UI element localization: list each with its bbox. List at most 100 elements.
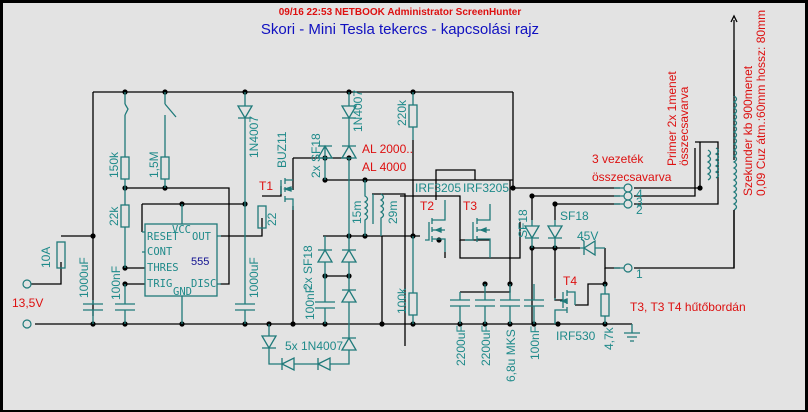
terminal-1-label: 1 <box>636 267 643 281</box>
input-terminal-negative <box>22 319 32 329</box>
ic-pin-vcc: VCC <box>172 224 191 236</box>
diode-sf18-a <box>523 220 541 248</box>
capacitor-2200uf-a <box>450 292 470 324</box>
terminal-4-label: 4 <box>636 187 643 201</box>
fuse <box>56 241 66 269</box>
transistor-t1-label: T1 <box>259 179 273 193</box>
annotation-secondary-line2: 0,09 Cuz átm.:60mm hossz: 80mm <box>754 10 768 196</box>
terminal-3-label: 3 <box>636 195 643 209</box>
ic-pin-trig: TRIG <box>147 278 172 290</box>
annotation-wires-line1: 3 vezeték <box>592 152 644 166</box>
diodes-sf18-top-label: 2x SF18 <box>309 133 323 178</box>
diode-sf18-b-label: SF18 <box>560 209 589 223</box>
diode-sf18-a-label: SF18 <box>516 209 530 238</box>
capacitor-6-8u-mks-label: 6,8u MKS <box>504 329 518 382</box>
resistor-1-5m-label: 1,5M <box>147 151 161 178</box>
annotation-wires-line2: összecsavarva <box>592 170 672 184</box>
resistor-22k <box>120 204 130 228</box>
capacitor-timing-label: 100nF <box>109 266 123 300</box>
terminal-2-label: 2 <box>636 203 643 217</box>
coil-primary <box>706 147 720 181</box>
resistor-22k-label: 22k <box>107 206 121 226</box>
capacitor-2200uf-b-label: 2200uF <box>479 325 493 366</box>
transistor-t3 <box>465 204 491 258</box>
transistor-t3-label: T3 <box>463 199 477 213</box>
diode-zener-45v <box>580 238 605 257</box>
ic-pin-reset: RESET <box>147 231 179 243</box>
ic-pin-thres: THRES <box>147 262 179 274</box>
resistor-1-5m <box>160 156 170 180</box>
annotation-secondary-line1: Szekunder kb 900menet <box>741 65 755 196</box>
coil-secondary <box>730 14 738 268</box>
transistor-t3-type: IRF3205 <box>463 181 509 195</box>
transistor-t4-type: IRF530 <box>556 329 596 343</box>
resistor-100k-label: 100k <box>395 287 409 314</box>
schematic: 09/16 22:53 NETBOOK Administrator Screen… <box>12 7 768 382</box>
input-terminal-positive <box>22 279 32 289</box>
schematic-canvas: 09/16 22:53 NETBOOK Administrator Screen… <box>3 3 805 410</box>
al-value-line2: AL 4000 <box>362 160 407 174</box>
transistor-t2-label: T2 <box>420 199 434 213</box>
capacitor-6-8u-mks <box>500 284 520 324</box>
ic-555: VCC RESET OUT CONT THRES TRIG DISC GND 5… <box>142 204 221 324</box>
diodes-5x-1n4007-label: 5x 1N4007 <box>285 339 343 353</box>
resistor-220k <box>408 104 418 128</box>
transistor-t4-label: T4 <box>563 274 577 288</box>
capacitor-input <box>83 300 103 324</box>
diode-1n4007-clamp <box>340 92 358 236</box>
capacitor-timing <box>115 284 135 324</box>
switch-2[interactable] <box>164 92 177 150</box>
annotation-heatsink: T3, T3 T4 hűtőbordán <box>630 300 746 314</box>
capacitor-1000uf-right-label: 1000uF <box>247 257 261 298</box>
transformer-gate-drive <box>363 180 385 236</box>
diodes-sf18-top <box>316 144 334 180</box>
transistor-t2-type: IRF3205 <box>415 181 461 195</box>
ic-name: 555 <box>191 256 209 268</box>
ground-icon <box>624 324 640 342</box>
ic-pin-out: OUT <box>192 231 212 243</box>
resistor-220k-label: 220k <box>395 99 409 126</box>
terminal-block <box>614 183 633 273</box>
diode-1n4007-clamp-label: 1N4007 <box>351 90 365 132</box>
resistor-gate-22 <box>257 205 267 229</box>
ic-pin-cont: CONT <box>147 246 173 258</box>
transistor-t1-type: BUZ11 <box>275 131 289 168</box>
capacitor-input-label: 1000uF <box>77 257 91 298</box>
resistor-150k <box>120 156 130 180</box>
capacitor-100nf-out <box>524 284 544 324</box>
al-value-line1: AL 2000.. <box>362 142 413 156</box>
transistor-t4 <box>554 290 576 324</box>
capacitor-2200uf-b <box>475 284 495 324</box>
inductor-29m-label: 29m <box>386 201 400 224</box>
ic-pin-gnd: GND <box>173 286 192 298</box>
diode-1n4007-supply-label: 1N4007 <box>247 116 261 158</box>
resistor-4k7 <box>600 293 610 317</box>
resistor-100k <box>408 292 418 316</box>
capacitor-2200uf-a-label: 2200uF <box>454 325 468 366</box>
diode-1n4007-supply <box>236 92 254 300</box>
inductor-15m-label: 15m <box>350 201 364 224</box>
capture-info: 09/16 22:53 NETBOOK Administrator Screen… <box>279 7 522 18</box>
diode-zener-45v-label: 45V <box>577 229 598 243</box>
resistor-4k7-label: 4,7k <box>602 326 616 350</box>
capacitor-100nf-mid-label: 100nF <box>303 286 317 320</box>
fuse-label: 10A <box>39 247 53 268</box>
schematic-title: Skori - Mini Tesla tekercs - kapcsolási … <box>261 21 539 38</box>
diodes-sf18-bottom <box>316 236 358 324</box>
resistor-gate-22-label: 22 <box>265 212 279 226</box>
transistor-t2 <box>425 200 446 252</box>
annotation-primary-line2: összecsavarva <box>677 86 691 166</box>
annotation-primary-line1: Primer 2x 1menet <box>665 71 679 166</box>
transistor-t1 <box>280 178 294 210</box>
supply-voltage-label: 13,5V <box>12 296 43 310</box>
capacitor-1000uf-right <box>235 300 255 324</box>
capacitor-100nf-mid <box>315 300 335 324</box>
diodes-5x-1n4007 <box>260 324 358 372</box>
diodes-sf18-bottom-label: 2x SF18 <box>301 245 315 290</box>
switch-1[interactable] <box>124 92 129 150</box>
capacitor-100nf-out-label: 100nF <box>528 326 542 360</box>
resistor-150k-label: 150k <box>107 151 121 178</box>
diode-sf18-b <box>546 220 564 248</box>
ic-pin-disc: DISC <box>191 278 216 290</box>
